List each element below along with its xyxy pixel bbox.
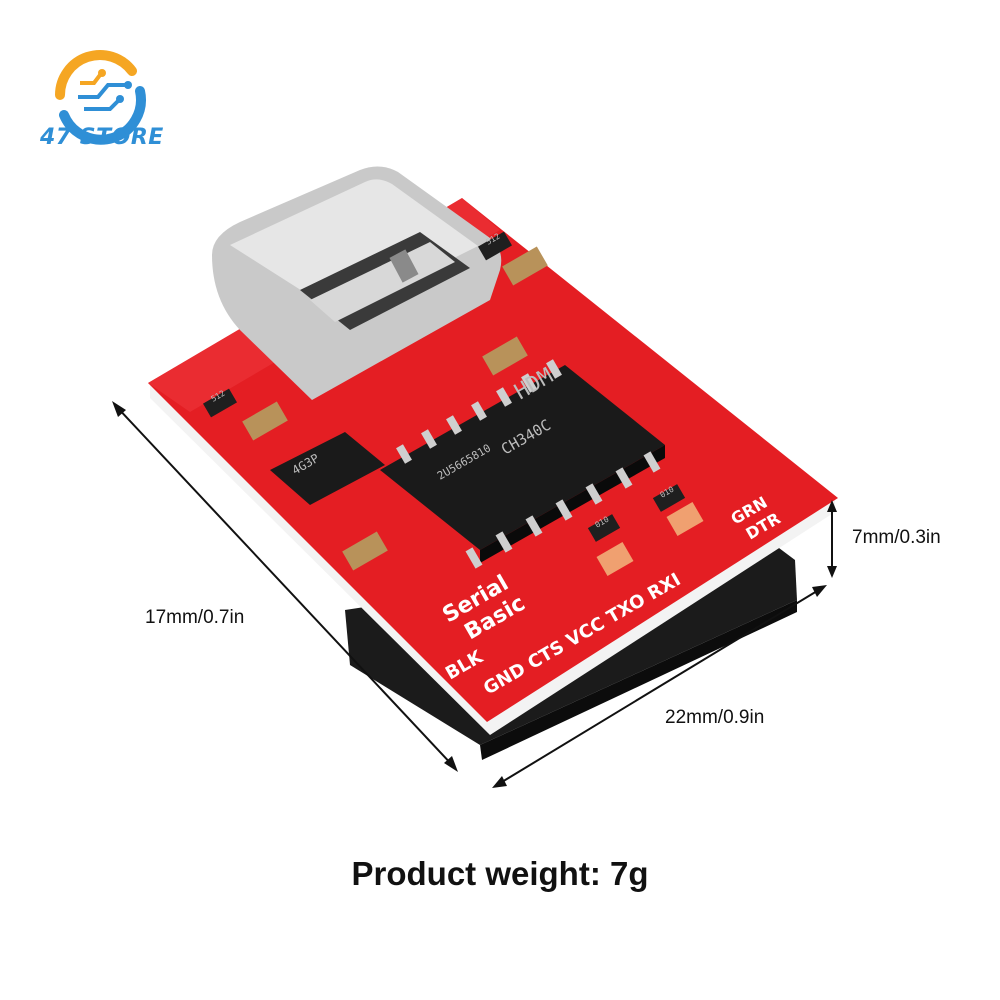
led-green bbox=[666, 501, 704, 537]
capacitor-3 bbox=[342, 531, 388, 571]
led-resistor-1 bbox=[587, 514, 621, 542]
width-arrow bbox=[114, 404, 456, 769]
capacitor-4 bbox=[482, 336, 528, 376]
length-arrow bbox=[496, 587, 823, 786]
ch340c-chip bbox=[380, 359, 665, 569]
store-logo-icon bbox=[55, 50, 146, 145]
length-dimension-label: 22mm/0.9in bbox=[665, 707, 765, 728]
led-red bbox=[596, 541, 634, 577]
led-resistor-2 bbox=[652, 484, 686, 512]
resistor-2 bbox=[478, 231, 512, 261]
capacitor-2 bbox=[502, 246, 548, 286]
width-dimension-label: 17mm/0.7in bbox=[145, 607, 245, 628]
product-weight-caption: Product weight: 7g bbox=[351, 855, 649, 892]
regulator-chip bbox=[270, 432, 385, 505]
usb-c-connector-icon bbox=[212, 166, 502, 400]
resistor-1 bbox=[203, 388, 237, 418]
height-dimension-label: 7mm/0.3in bbox=[852, 527, 941, 548]
store-name: 47 STORE bbox=[40, 125, 164, 150]
capacitor-1 bbox=[242, 401, 288, 441]
